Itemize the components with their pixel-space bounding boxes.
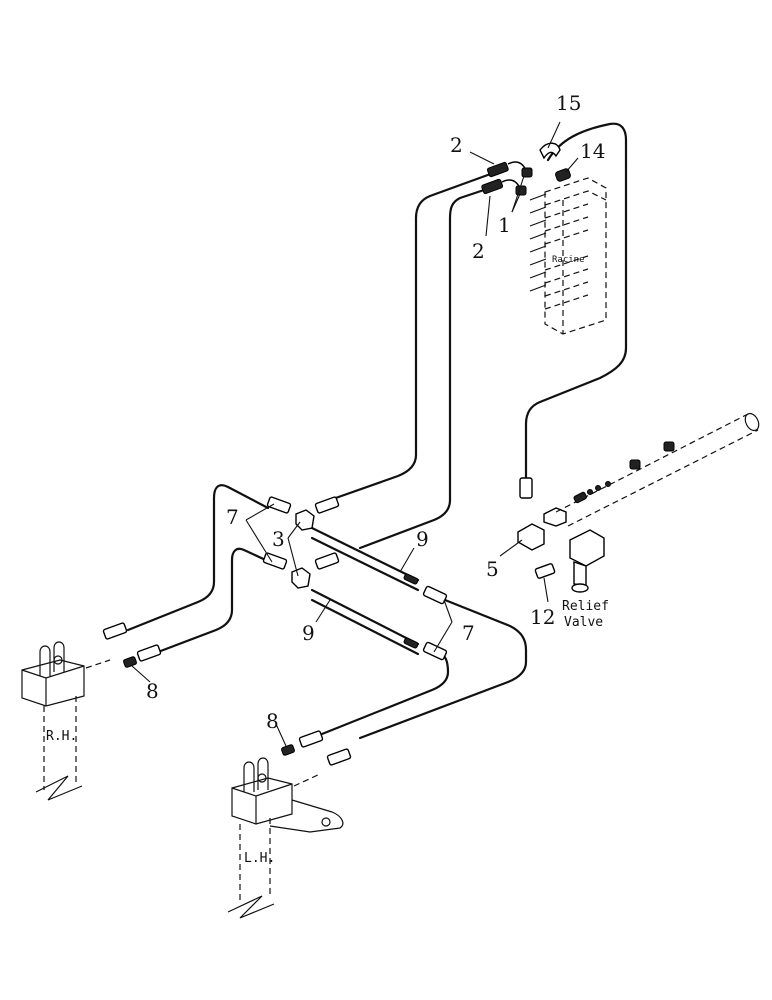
callout-9-upper: 9	[416, 527, 429, 551]
hose-return	[524, 122, 628, 482]
valve-spools	[529, 193, 547, 292]
hose-upper	[328, 170, 498, 502]
callout-14: 14	[580, 139, 605, 163]
fitting-12	[534, 563, 556, 579]
fitting-1-a	[521, 167, 533, 178]
hose-rh-outer	[126, 484, 270, 632]
fitting-7-bl	[262, 552, 288, 570]
plug-2	[629, 459, 641, 470]
callout-2-upper: 2	[450, 133, 463, 157]
fitting-lh-1	[298, 730, 324, 748]
valve-bank-label: Racine	[552, 255, 585, 265]
plug-1	[663, 441, 675, 452]
callout-1: 1	[498, 213, 511, 237]
valve-bank: Racine	[529, 177, 607, 335]
callout-8-rh: 8	[146, 679, 159, 703]
relief-label-2: Valve	[564, 615, 603, 630]
fitting-14	[555, 168, 571, 182]
hose-end-return	[519, 477, 533, 499]
callouts: 15 14 2 1 2 7 3 9 9 7 5 12 8 8	[146, 91, 605, 733]
callout-8-lh: 8	[266, 709, 279, 733]
lh-label: L.H.	[244, 851, 275, 866]
hose-lower	[358, 186, 492, 550]
fitting-7-tl	[266, 496, 292, 514]
fittings	[102, 142, 571, 766]
callout-5: 5	[486, 557, 499, 581]
rh-cylinder: R.H.	[21, 641, 111, 801]
callout-7-right: 7	[462, 621, 475, 645]
hose-lines	[126, 122, 628, 740]
fitting-8-rh	[123, 656, 137, 668]
fitting-2-upper	[486, 161, 509, 178]
fitting-lh-2	[326, 748, 352, 766]
relief-valve-body	[569, 529, 605, 567]
rh-label: R.H.	[46, 729, 77, 744]
tee-3-upper	[295, 509, 315, 531]
hose-lh-inner	[320, 648, 450, 736]
fitting-7-r1	[422, 585, 448, 605]
fitting-2-lower	[481, 178, 504, 195]
callout-7-left: 7	[226, 505, 239, 529]
callout-2-lower: 2	[472, 239, 485, 263]
callout-9-lower: 9	[302, 621, 315, 645]
fitting-8-lh	[281, 744, 295, 756]
hose-rh-inner	[156, 547, 272, 654]
fitting-1-b	[515, 185, 527, 196]
hose-lh-outer	[358, 596, 528, 740]
fitting-7-br	[314, 552, 340, 570]
tee-5	[517, 523, 545, 551]
fitting-rh-1	[102, 622, 128, 640]
callout-3: 3	[272, 527, 285, 551]
relief-assembly: Relief Valve	[555, 412, 760, 630]
fitting-15	[539, 142, 561, 160]
callout-12: 12	[530, 605, 555, 629]
leader-lines	[131, 121, 579, 747]
relief-label-1: Relief	[562, 599, 609, 614]
lh-cylinder: L.H.	[227, 757, 344, 919]
fitting-7-tr	[314, 496, 340, 514]
callout-15: 15	[556, 91, 581, 115]
fitting-rh-2	[136, 644, 162, 662]
tee-3-lower	[291, 567, 311, 589]
